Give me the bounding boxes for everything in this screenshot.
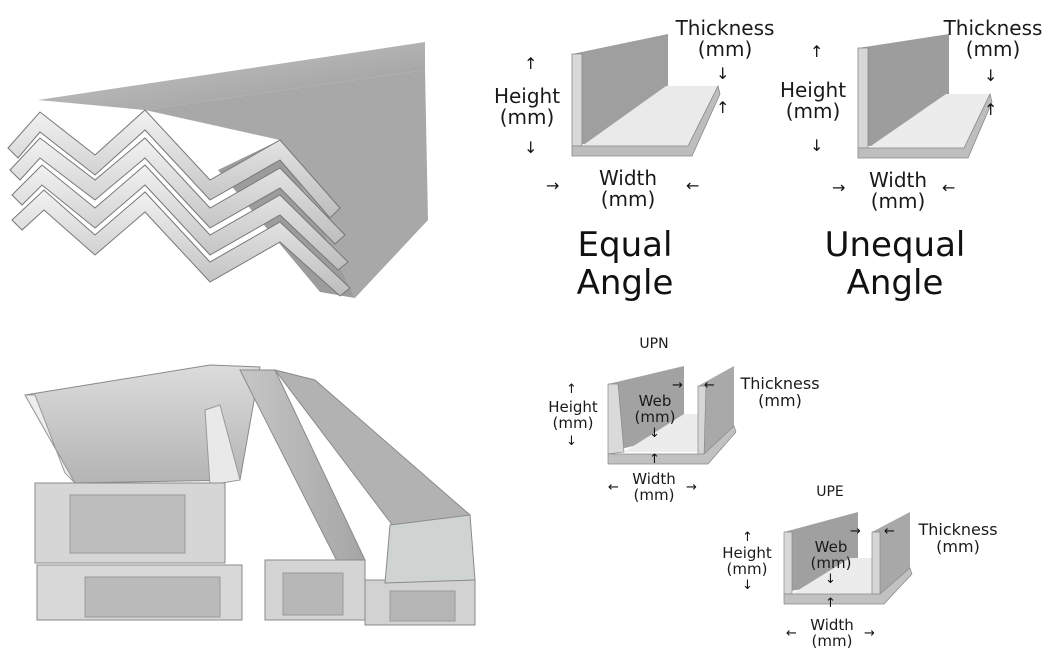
- angle-bars-photo: [0, 30, 440, 310]
- height-up-arrow-icon: ↑: [566, 382, 577, 397]
- unequal-width-label: Width (mm): [868, 168, 928, 213]
- height-down-arrow-icon: ↓: [524, 138, 538, 157]
- height-up-arrow-icon: ↑: [810, 42, 824, 61]
- upn-title: UPN: [639, 336, 669, 352]
- upn-thickness-label: Thickness (mm): [740, 374, 820, 410]
- web-down-arrow-icon: ↓: [649, 426, 660, 441]
- thickness-down-arrow-icon: ↓: [716, 64, 730, 83]
- angle-bars-illustration: [7, 42, 428, 298]
- width-left-arrow-icon: ←: [942, 178, 956, 197]
- thickness-up-arrow-icon: ↑: [716, 98, 730, 117]
- thickness-right-arrow-icon: →: [672, 378, 683, 393]
- height-up-arrow-icon: ↑: [524, 54, 538, 73]
- height-up-arrow-icon: ↑: [742, 530, 753, 545]
- equal-height-label: Height (mm): [493, 84, 561, 129]
- upe-title: UPE: [816, 484, 844, 500]
- upn-height-label: Height (mm): [548, 398, 598, 432]
- thickness-down-arrow-icon: ↓: [984, 66, 998, 85]
- upe-width-label: Width (mm): [810, 616, 854, 650]
- upe-thickness-label: Thickness (mm): [918, 520, 998, 556]
- width-right-arrow-icon: →: [546, 176, 560, 195]
- thickness-right-arrow-icon: →: [850, 524, 861, 539]
- width-right-arrow-icon: →: [864, 626, 875, 641]
- thickness-left-arrow-icon: ←: [884, 524, 895, 539]
- equal-width-label: Width (mm): [598, 166, 658, 211]
- width-left-arrow-icon: ←: [686, 176, 700, 195]
- upn-width-label: Width (mm): [632, 470, 676, 504]
- thickness-up-arrow-icon: ↑: [984, 100, 998, 119]
- web-down-arrow-icon: ↓: [825, 572, 836, 587]
- width-left-arrow-icon: ←: [608, 480, 619, 495]
- web-up-arrow-icon: ↑: [649, 452, 660, 467]
- unequal-thickness-label: Thickness (mm): [943, 16, 1043, 61]
- equal-angle-title: Equal Angle: [576, 225, 674, 303]
- equal-angle-shape: [571, 34, 721, 157]
- height-down-arrow-icon: ↓: [810, 136, 824, 155]
- upn-channel-shape: [607, 366, 737, 465]
- height-down-arrow-icon: ↓: [742, 578, 753, 593]
- upe-height-label: Height (mm): [722, 544, 772, 578]
- height-down-arrow-icon: ↓: [566, 434, 577, 449]
- unequal-angle-shape: [857, 34, 993, 159]
- web-up-arrow-icon: ↑: [825, 596, 836, 611]
- upe-web-label: Web (mm): [810, 538, 852, 572]
- channel-bars-illustration: [24, 364, 476, 626]
- width-right-arrow-icon: →: [832, 178, 846, 197]
- upn-diagram: UPN ↑ Height (mm) ↓ Web (mm) ↓ ↑ → ← Thi…: [530, 330, 830, 510]
- channel-bars-photo: [15, 355, 485, 630]
- unequal-height-label: Height (mm): [779, 78, 847, 123]
- width-right-arrow-icon: →: [686, 480, 697, 495]
- thickness-left-arrow-icon: ←: [704, 378, 715, 393]
- upe-channel-shape: [783, 512, 913, 605]
- equal-angle-diagram: ↑ Height (mm) ↓ Thickness (mm) ↓ ↑ → Wid…: [480, 10, 774, 310]
- upn-web-label: Web (mm): [634, 392, 676, 426]
- unequal-angle-diagram: ↑ Height (mm) ↓ Thickness (mm) ↓ ↑ → Wid…: [770, 10, 1059, 310]
- upe-diagram: UPE ↑ Height (mm) ↓ Web (mm) ↓ ↑ → ← Thi…: [700, 480, 1020, 660]
- equal-thickness-label: Thickness (mm): [675, 16, 775, 61]
- width-left-arrow-icon: ←: [786, 626, 797, 641]
- unequal-angle-title: Unequal Angle: [824, 225, 966, 303]
